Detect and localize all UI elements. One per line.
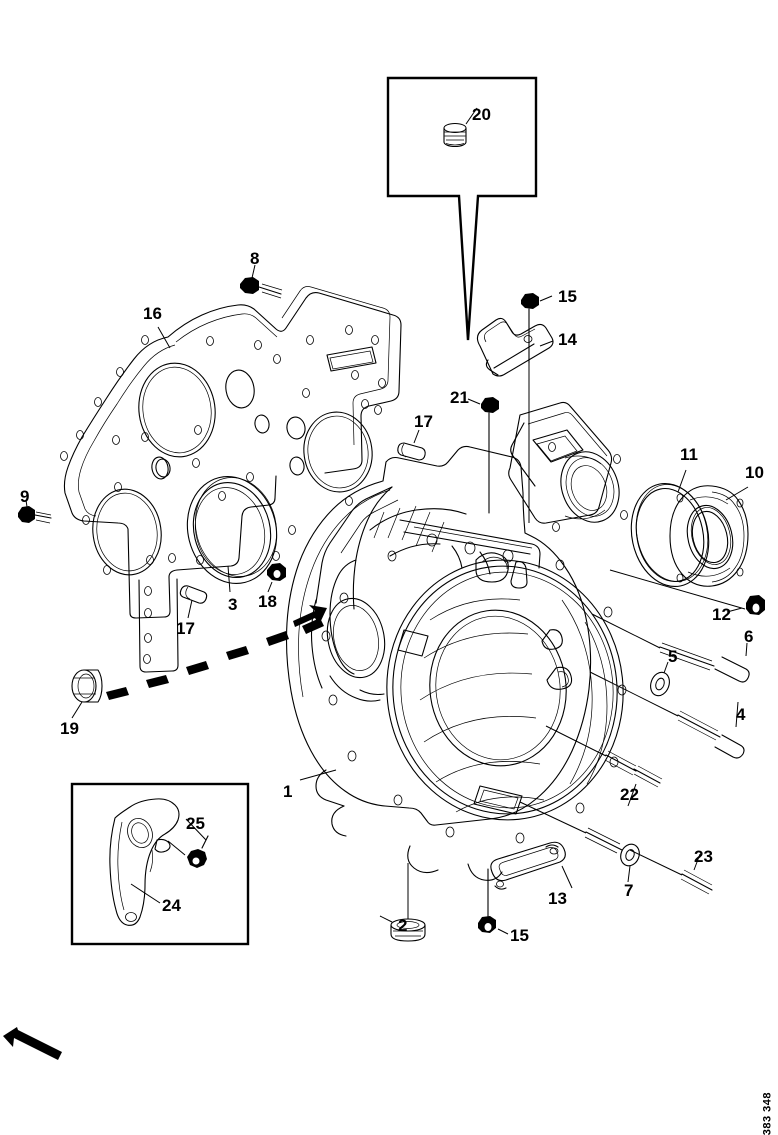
callout-14: 14 — [558, 330, 577, 349]
callout-24: 24 — [162, 896, 181, 915]
expansion-plug-19 — [71, 669, 103, 703]
callout-8: 8 — [250, 249, 260, 268]
callout-18: 18 — [258, 592, 277, 611]
callout-19: 19 — [60, 719, 79, 738]
flange-bolt-15-top — [521, 293, 553, 364]
stud-screw-23 — [629, 849, 713, 895]
callout-9: 9 — [20, 487, 30, 506]
callout-6: 6 — [744, 627, 754, 646]
callout-23: 23 — [694, 847, 713, 866]
callout-1: 1 — [283, 782, 293, 801]
flange-bolt-15-bottom — [478, 868, 509, 935]
cover-plate-10 — [669, 485, 749, 587]
support-bracket-24 — [109, 798, 180, 926]
stud-screw-22 — [545, 725, 663, 807]
dowel-pin-17-left — [179, 585, 208, 619]
hex-bolt-18 — [267, 563, 286, 593]
callout-2: 2 — [398, 916, 408, 935]
leader-10 — [725, 486, 749, 501]
part-19-insertion-path — [106, 605, 327, 700]
callout-13: 13 — [548, 889, 567, 908]
callout-7: 7 — [624, 881, 634, 900]
hex-bolt-8 — [240, 264, 283, 299]
plug-detail-box-art — [386, 76, 538, 341]
leader-13 — [561, 865, 573, 889]
drain-plug-2 — [390, 918, 426, 942]
parts-diagram-artwork: .ln{fill:none;stroke:#000;stroke-width:1… — [3, 76, 765, 1060]
flywheel-housing-1 — [285, 401, 628, 881]
callout-17-right: 17 — [414, 412, 433, 431]
callout-15-top: 15 — [558, 287, 577, 306]
leader-19 — [71, 701, 83, 719]
hex-bolt-long-4 — [589, 671, 745, 759]
crankshaft-seal-3 — [186, 475, 278, 585]
callout-17-left: 17 — [176, 619, 195, 638]
callout-10: 10 — [745, 463, 764, 482]
callout-20: 20 — [472, 105, 491, 124]
bracket-bolt-25 — [187, 835, 209, 868]
leader-2 — [379, 915, 393, 923]
callout-3: 3 — [228, 595, 238, 614]
callout-5: 5 — [668, 647, 678, 666]
leader-1 — [299, 769, 337, 781]
o-ring-gasket-11 — [630, 482, 710, 588]
washer-5 — [650, 661, 670, 697]
leader-16 — [157, 326, 171, 349]
assembly-direction-arrow — [3, 1027, 62, 1060]
stud-bolt-9 — [18, 499, 52, 524]
leader-11 — [677, 469, 687, 493]
leader-14 — [539, 340, 554, 347]
hex-bolt-12 — [609, 569, 765, 615]
callout-12: 12 — [712, 605, 731, 624]
callout-11: 11 — [680, 445, 698, 464]
callout-16: 16 — [143, 304, 162, 323]
hex-bolt-washer-7 — [519, 801, 640, 883]
hex-bolt-6 — [591, 613, 750, 683]
diagram-sheet: .ln{fill:none;stroke:#000;stroke-width:1… — [3, 76, 773, 1135]
threaded-plug-20 — [443, 123, 467, 148]
callout-25: 25 — [186, 814, 205, 833]
housing-gasket-16 — [60, 286, 402, 673]
dowel-pin-17-right — [397, 429, 426, 461]
leader-3 — [227, 565, 231, 593]
lifting-bracket-14 — [476, 317, 554, 377]
hex-bolt-stud-21 — [467, 397, 499, 514]
callout-4: 4 — [736, 705, 746, 724]
bracket-detail-box-art — [70, 782, 250, 946]
access-cover-13 — [490, 841, 566, 890]
callout-15-bottom: 15 — [510, 926, 529, 945]
drawing-number: 383 348 — [761, 1092, 773, 1135]
callout-21: 21 — [450, 388, 469, 407]
callout-22: 22 — [620, 785, 639, 804]
